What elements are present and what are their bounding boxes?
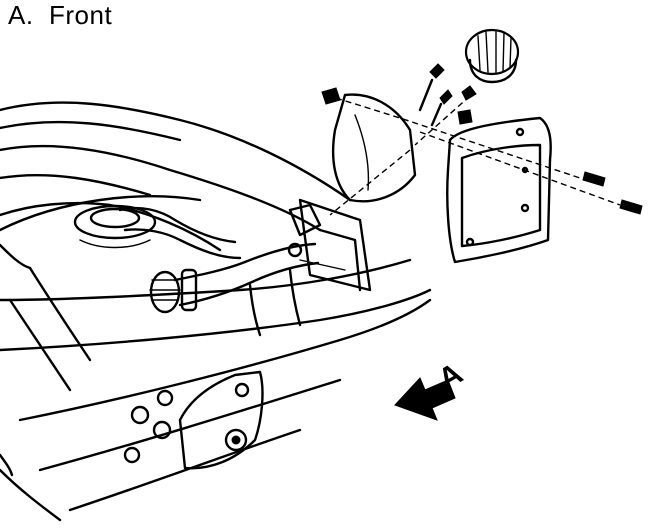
body-mount	[0, 370, 264, 477]
fuel-cap	[464, 28, 520, 84]
filler-neck-housing	[248, 93, 417, 337]
mounting-bracket	[446, 116, 552, 264]
frame-rail	[0, 101, 432, 522]
fuel-tank	[0, 201, 222, 392]
filler-hose	[118, 206, 320, 314]
fasteners	[321, 63, 643, 215]
view-arrow	[394, 377, 456, 421]
alignment-lines	[329, 95, 621, 216]
figure-title: A. Front	[8, 0, 113, 30]
